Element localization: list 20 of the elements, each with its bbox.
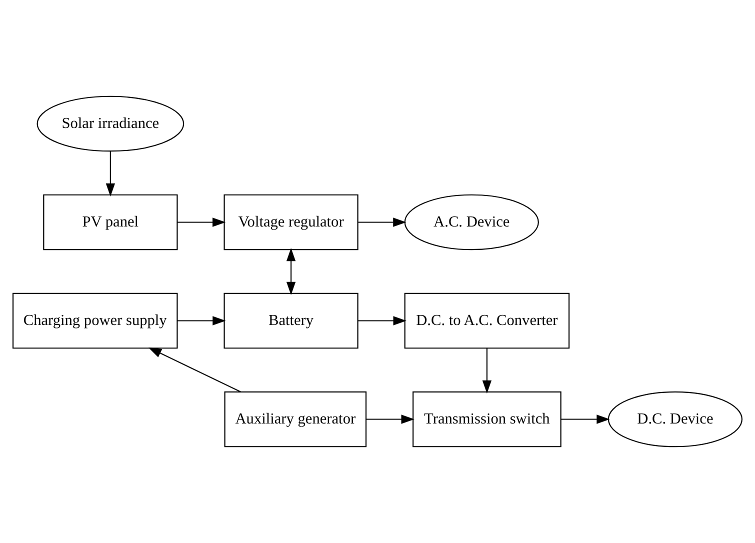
node-box: Battery <box>224 292 358 349</box>
arrow <box>358 218 406 227</box>
node-box: Transmission switch <box>412 391 562 448</box>
node-ellipse: D.C. Device <box>608 391 743 448</box>
arrow <box>178 218 226 227</box>
arrow <box>366 414 414 424</box>
node-ellipse: A.C. Device <box>404 194 539 250</box>
arrow <box>106 151 116 197</box>
node-ellipse: Solar irradiance <box>36 96 184 152</box>
arrow <box>560 414 610 424</box>
node-box: D.C. to A.C. Converter <box>404 292 570 349</box>
arrow <box>482 348 492 394</box>
arrow <box>177 316 226 326</box>
node-box: Charging power supply <box>12 292 178 349</box>
arrow <box>286 248 296 296</box>
node-box: Voltage regulator <box>224 194 358 250</box>
arrow <box>358 316 406 326</box>
node-box: Auxiliary generator <box>224 391 367 448</box>
arrow <box>148 347 241 392</box>
node-box: PV panel <box>43 194 178 250</box>
